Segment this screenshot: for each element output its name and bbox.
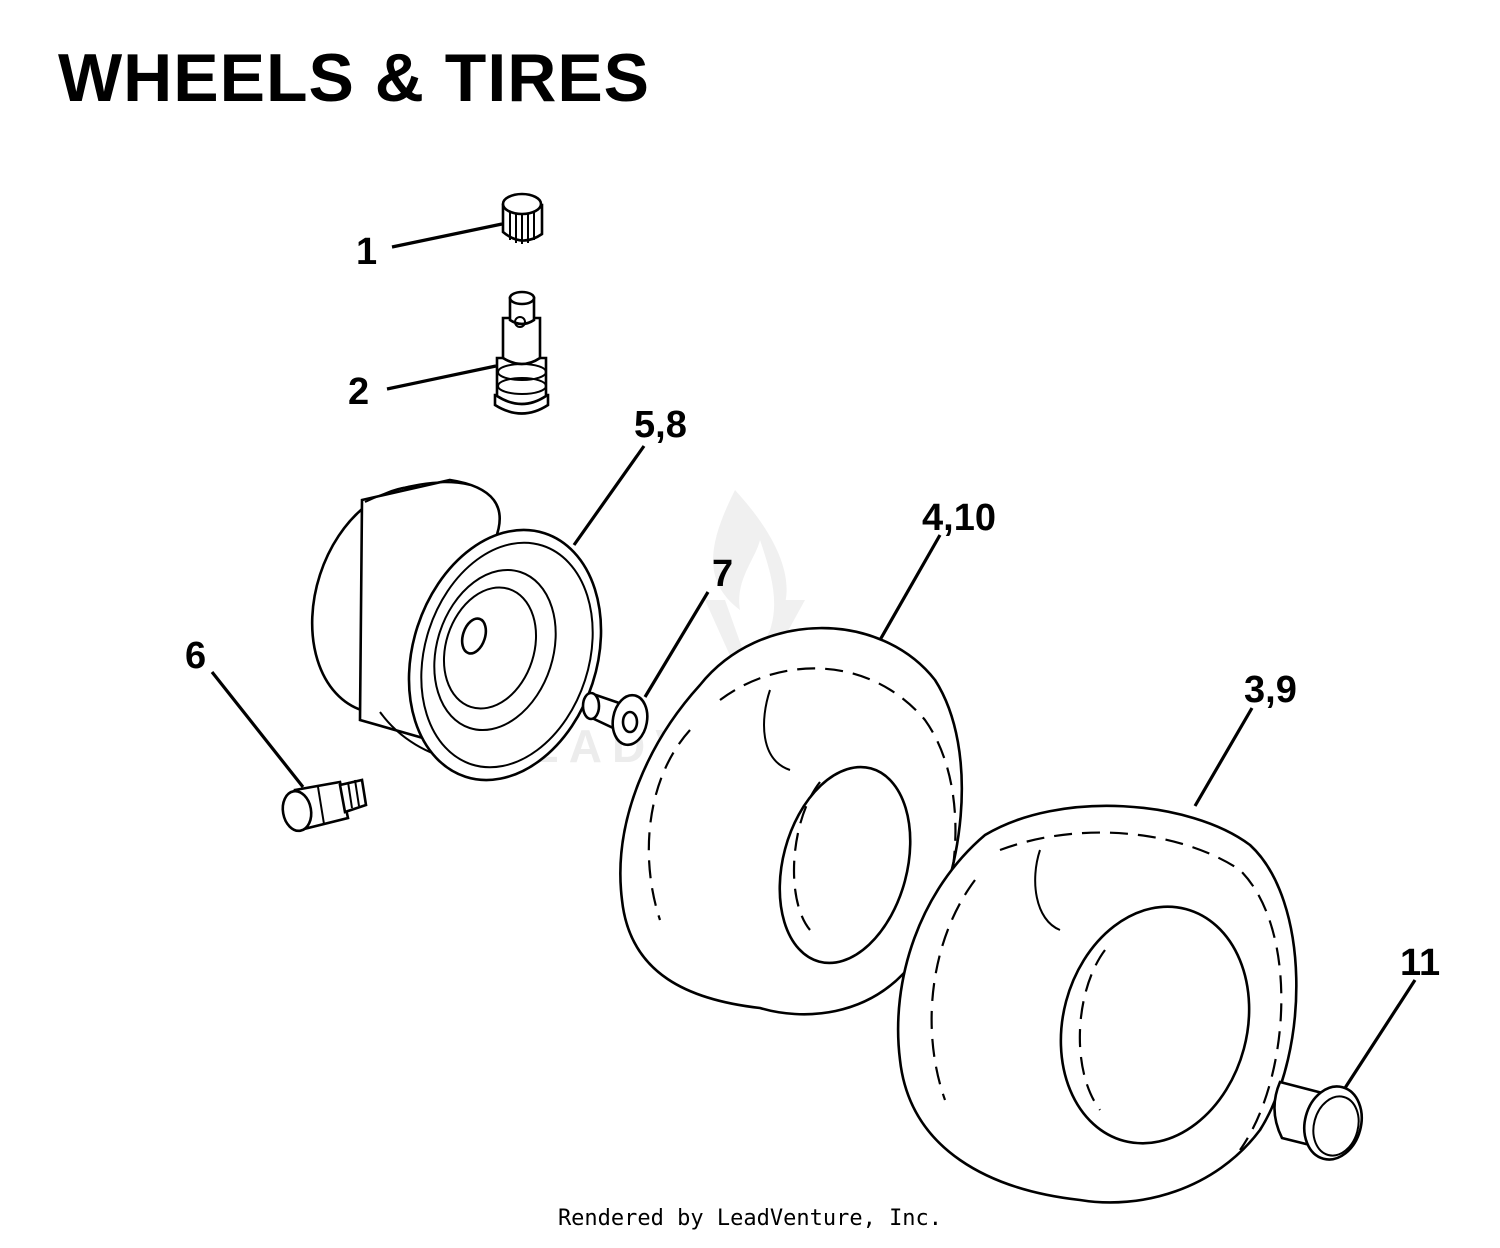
- bolt-part[interactable]: [280, 778, 368, 833]
- spacer-part[interactable]: [1273, 1080, 1369, 1166]
- valve-cap-part[interactable]: [501, 192, 544, 244]
- valve-stem-part[interactable]: [493, 290, 550, 415]
- leader-3-9: [1193, 707, 1254, 807]
- callout-1: 1: [356, 231, 377, 273]
- leader-2: [386, 364, 497, 391]
- bushing-part[interactable]: [581, 691, 651, 747]
- leader-6: [210, 671, 305, 788]
- page-title: WHEELS & TIRES: [58, 40, 651, 116]
- callout-7: 7: [712, 553, 733, 595]
- callout-5-8: 5,8: [634, 404, 687, 446]
- wheel-rim-part[interactable]: [284, 464, 632, 805]
- footer-credit: Rendered by LeadVenture, Inc.: [557, 1206, 943, 1231]
- leader-11: [1343, 979, 1417, 1089]
- callout-11: 11: [1400, 942, 1440, 984]
- leader-4-10: [878, 534, 942, 641]
- rear-tire-part[interactable]: [896, 804, 1298, 1204]
- callout-4-10: 4,10: [922, 497, 996, 539]
- leader-1: [391, 222, 503, 249]
- callout-6: 6: [185, 635, 206, 677]
- callout-3-9: 3,9: [1244, 669, 1297, 711]
- leader-5-8: [572, 445, 646, 546]
- leader-7: [643, 591, 710, 698]
- front-tire-part[interactable]: [619, 626, 964, 1016]
- callout-2: 2: [348, 371, 369, 413]
